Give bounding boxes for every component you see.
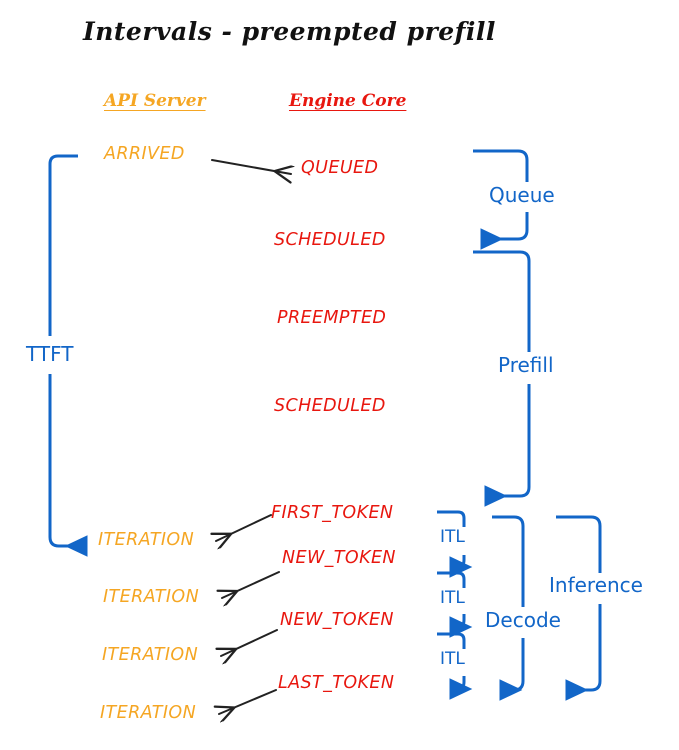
interval-label-decode: Decode xyxy=(481,608,565,632)
page-title: Intervals - preempted prefill xyxy=(83,17,496,46)
event-scheduled-1: SCHEDULED xyxy=(274,230,386,250)
bracket-queue-bottom xyxy=(480,212,529,250)
bracket-ttft-bottom xyxy=(48,374,88,557)
bracket-itl-2-bottom xyxy=(449,614,473,638)
bracket-itl-1-top xyxy=(437,510,466,527)
interval-label-itl-2: ITL xyxy=(437,588,468,608)
bracket-ttft-top xyxy=(48,154,78,336)
event-iteration-2: ITERATION xyxy=(103,587,200,607)
column-header-api-server: API Server xyxy=(104,91,206,111)
arrow-new-token-2-to-iteration xyxy=(221,629,278,656)
event-last-token: LAST_TOKEN xyxy=(278,673,395,693)
bracket-inference-top xyxy=(556,515,602,573)
arrow-first-token-to-iteration xyxy=(216,514,272,541)
column-header-engine-core: Engine Core xyxy=(289,91,407,111)
event-new-token-1: NEW_TOKEN xyxy=(282,548,396,568)
event-queued: QUEUED xyxy=(301,158,379,178)
bracket-decode-bottom xyxy=(499,638,525,701)
event-scheduled-2: SCHEDULED xyxy=(274,396,386,416)
event-arrived: ARRIVED xyxy=(104,144,185,164)
interval-label-prefill: Prefill xyxy=(494,353,558,377)
bracket-itl-1-bottom xyxy=(449,555,473,578)
bracket-queue-top xyxy=(473,149,529,182)
interval-label-queue: Queue xyxy=(485,183,559,207)
interval-label-inference: Inference xyxy=(545,573,647,597)
interval-label-itl-3: ITL xyxy=(437,649,468,669)
event-iteration-3: ITERATION xyxy=(102,645,199,665)
bracket-inference-bottom xyxy=(565,604,602,701)
event-preempted: PREEMPTED xyxy=(277,308,387,328)
event-iteration-1: ITERATION xyxy=(98,530,195,550)
interval-label-ttft: TTFT xyxy=(22,342,78,366)
arrow-arrived-to-queued xyxy=(211,159,291,174)
bracket-decode-top xyxy=(492,515,525,607)
bracket-itl-3-top xyxy=(437,632,466,649)
bracket-prefill-bottom xyxy=(484,384,531,507)
event-iteration-4: ITERATION xyxy=(100,703,197,723)
arrow-new-token-1-to-iteration xyxy=(222,571,280,598)
bracket-itl-2-top xyxy=(437,571,466,588)
event-first-token: FIRST_TOKEN xyxy=(271,503,394,523)
bracket-prefill-top xyxy=(473,250,531,352)
event-new-token-2: NEW_TOKEN xyxy=(280,610,394,630)
arrow-last-token-to-iteration xyxy=(219,689,277,714)
interval-label-itl-1: ITL xyxy=(437,527,468,547)
bracket-itl-3-bottom xyxy=(449,676,473,700)
